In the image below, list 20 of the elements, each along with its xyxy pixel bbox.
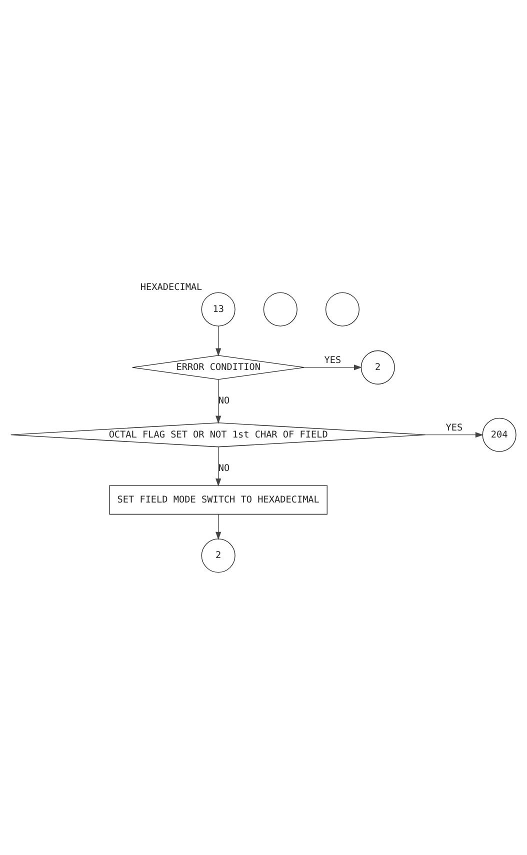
node-circle: 2 [201, 538, 236, 573]
edge-label: NO [218, 463, 230, 474]
arrow [216, 514, 222, 540]
arrow [426, 432, 484, 438]
node-circle: 13 [201, 292, 236, 326]
node-circle: 204 [482, 418, 516, 452]
node-diamond: OCTAL FLAG SET OR NOT 1st CHAR OF FIELD [10, 422, 426, 448]
node-box: SET FIELD MODE SWITCH TO HEXADECIMAL [109, 485, 328, 515]
node-circle [325, 292, 360, 326]
arrow [216, 379, 222, 424]
edge-label: YES [324, 354, 342, 366]
node-circle: 2 [360, 350, 395, 384]
node-diamond: ERROR CONDITION [132, 355, 305, 380]
node-circle [263, 292, 298, 326]
arrow [216, 446, 222, 487]
arrow [304, 364, 362, 370]
edge-label: YES [446, 422, 463, 434]
node-label: HEXADECIMAL [140, 282, 202, 294]
arrow [216, 326, 222, 356]
edge-label: NO [218, 396, 230, 407]
